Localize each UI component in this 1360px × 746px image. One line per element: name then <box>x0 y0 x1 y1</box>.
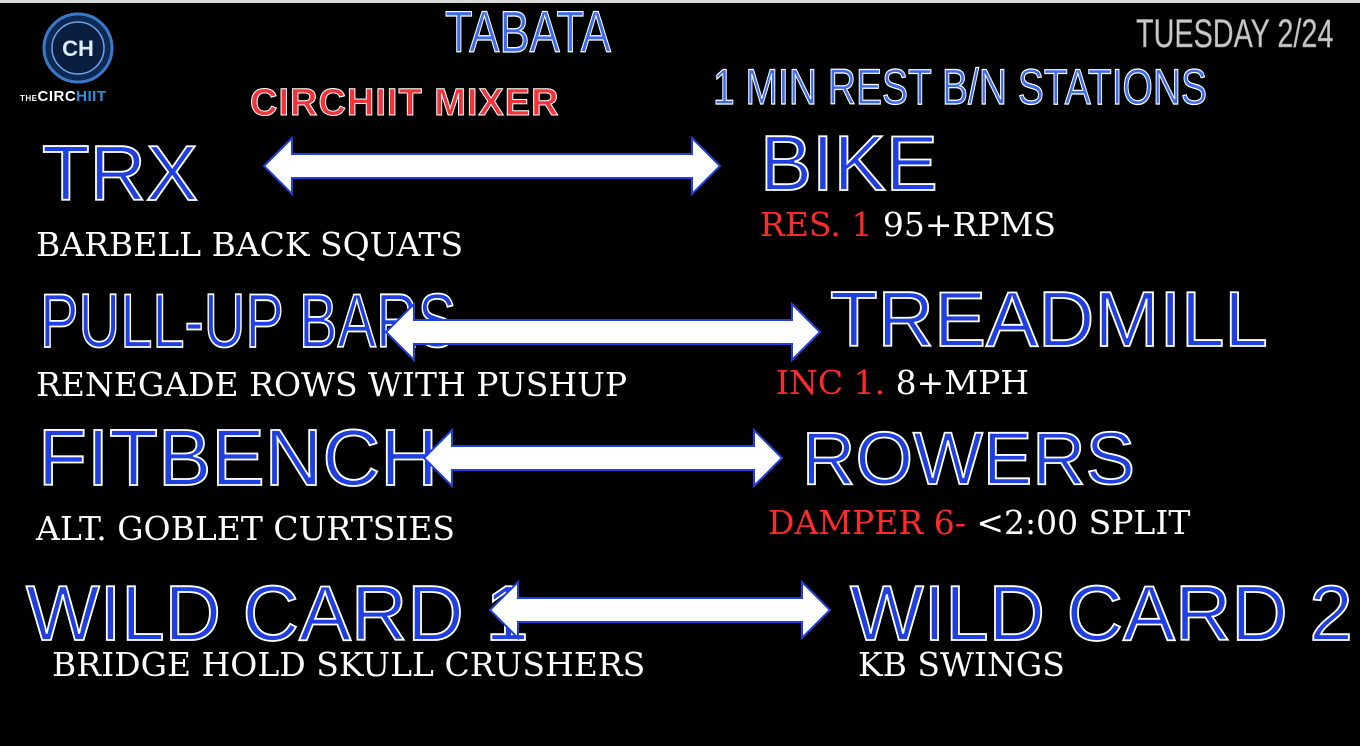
exercise-wild-card-2: KB SWINGS <box>858 645 1065 684</box>
station-trx: TRX <box>41 129 199 217</box>
station-fitbench: FITBENCH <box>37 413 439 502</box>
rowers-setting-row: DAMPER 6- <2:00 SPLIT <box>768 506 1190 539</box>
rest-note: 1 MIN REST B/N STATIONS <box>713 59 1208 115</box>
logo-monogram: CH <box>62 36 94 61</box>
date-label: TUESDAY 2/24 <box>1136 12 1334 56</box>
treadmill-target: 8+MPH <box>895 363 1030 402</box>
circhiit-logo-icon: CH <box>42 12 114 84</box>
station-rowers: ROWERS <box>801 417 1136 500</box>
rowers-setting: DAMPER 6- <box>768 503 966 542</box>
exercise-trx: BARBELL BACK SQUATS <box>36 225 464 264</box>
double-headed-arrow-icon <box>422 427 784 489</box>
exercise-fitbench: ALT. GOBLET CURTSIES <box>36 509 456 548</box>
bike-setting: RES. 1 <box>760 205 873 244</box>
station-treadmill: TREADMILL <box>829 275 1269 363</box>
treadmill-setting-row: INC 1. 8+MPH <box>776 366 1029 399</box>
logo-wordmark: THECIRCHIIT <box>20 88 107 105</box>
station-pull-up-bars: PULL-UP BARS <box>39 279 457 364</box>
treadmill-setting: INC 1. <box>776 363 886 402</box>
rowers-target: <2:00 SPLIT <box>976 503 1191 542</box>
exercise-pull-up-bars: RENEGADE ROWS WITH PUSHUP <box>36 365 628 404</box>
top-border <box>0 0 1360 3</box>
page-title: TABATA <box>445 0 612 65</box>
double-headed-arrow-icon <box>384 301 822 363</box>
station-wild-card-1: WILD CARD 1 <box>25 569 530 657</box>
station-wild-card-2: WILD CARD 2 <box>849 569 1354 657</box>
double-headed-arrow-icon <box>488 579 832 641</box>
station-bike: BIKE <box>759 119 939 207</box>
workout-subtitle: CIRCHIIT MIXER <box>250 82 560 124</box>
exercise-wild-card-1: BRIDGE HOLD SKULL CRUSHERS <box>52 645 646 684</box>
bike-target: 95+RPMS <box>882 205 1056 244</box>
bike-setting-row: RES. 1 95+RPMS <box>760 208 1056 241</box>
double-headed-arrow-icon <box>262 135 722 197</box>
